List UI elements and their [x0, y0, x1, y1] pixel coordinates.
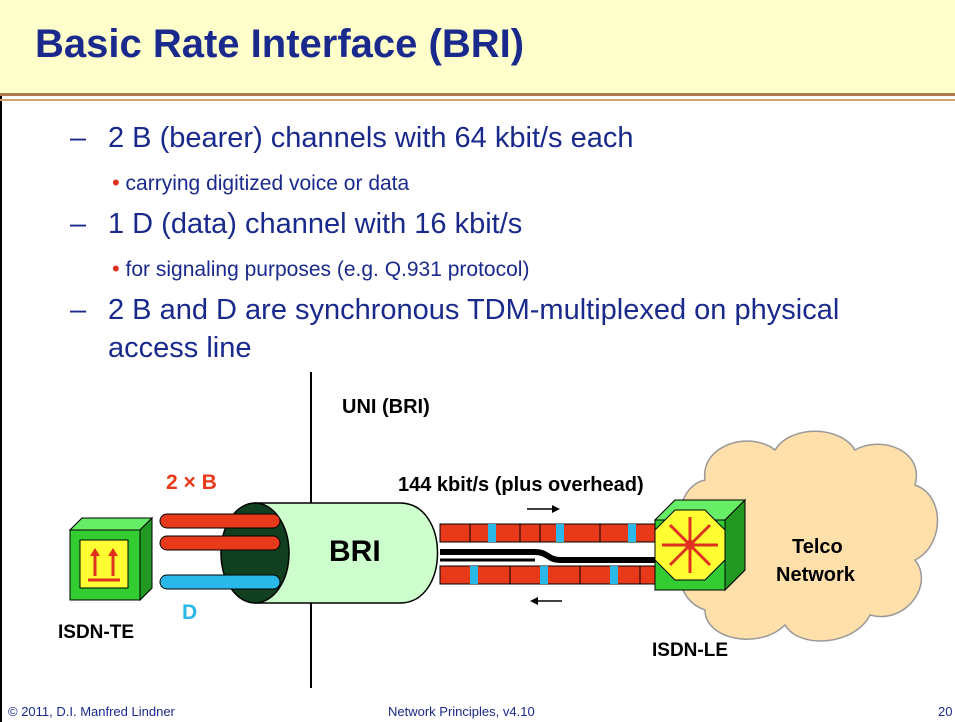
tdm-frames-top	[439, 523, 666, 543]
title-divider	[0, 99, 955, 101]
sub-bullet-voice-text: carrying digitized voice or data	[125, 172, 410, 195]
isdn-le-label: ISDN-LE	[652, 640, 728, 661]
d-channel-label: D	[182, 601, 198, 624]
bullet-d-channel: 1 D (data) channel with 16 kbit/s	[108, 208, 523, 240]
uni-label: UNI (BRI)	[342, 396, 430, 418]
b-channel-wire	[159, 513, 281, 529]
bri-label: BRI	[329, 535, 381, 568]
bullet-tdm-continued: access line	[108, 332, 252, 364]
b-channel-wire	[159, 535, 281, 551]
bullet-dash: –	[70, 208, 87, 240]
isdn-te-icon	[68, 516, 154, 602]
bullet-tdm: 2 B and D are synchronous TDM-multiplexe…	[108, 294, 840, 326]
tdm-frames-bottom	[439, 565, 666, 585]
bullet-b-channels: 2 B (bearer) channels with 64 kbit/s eac…	[108, 122, 634, 154]
arrow-right	[527, 505, 560, 513]
sub-bullet-signaling-text: for signaling purposes (e.g. Q.931 proto…	[125, 258, 530, 281]
d-channel-wire	[159, 574, 281, 590]
bri-tube	[254, 502, 439, 604]
title-bar	[0, 0, 955, 96]
rate-label: 144 kbit/s (plus overhead)	[398, 474, 644, 496]
isdn-te-label: ISDN-TE	[58, 622, 134, 643]
cloud-label-network: Network	[776, 564, 855, 586]
bullet-dot: •	[112, 170, 120, 195]
isdn-le-icon	[653, 498, 747, 592]
arrow-left	[530, 597, 562, 605]
footer-page-number: 20	[938, 704, 953, 719]
footer-course: Network Principles, v4.10	[388, 704, 535, 719]
sub-bullet-voice: • carrying digitized voice or data	[112, 170, 409, 196]
sub-bullet-signaling: • for signaling purposes (e.g. Q.931 pro…	[112, 256, 529, 282]
slide-title: Basic Rate Interface (BRI)	[35, 22, 525, 66]
access-line	[440, 549, 665, 563]
cloud-label-telco: Telco	[792, 536, 843, 558]
bullet-dash: –	[70, 294, 87, 326]
bullet-dot: •	[112, 256, 120, 281]
footer-copyright: © 2011, D.I. Manfred Lindner	[8, 704, 175, 719]
b-channel-label: 2 × B	[166, 471, 217, 494]
bullet-dash: –	[70, 122, 87, 154]
